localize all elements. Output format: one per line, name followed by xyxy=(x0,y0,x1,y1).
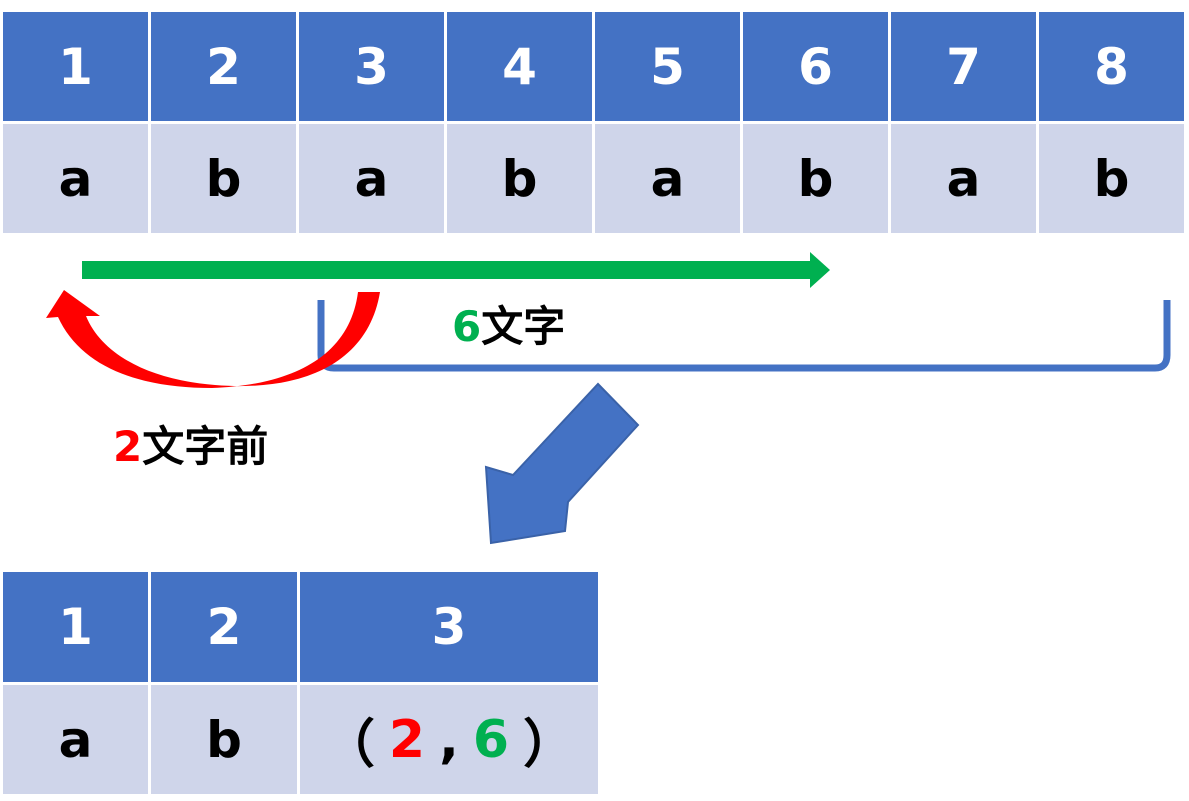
char-cell-2: b xyxy=(151,124,296,233)
pair-offset: 2 xyxy=(388,709,426,770)
offset-number: 2 xyxy=(113,422,143,471)
position-header-6: 6 xyxy=(743,12,888,121)
position-header-4: 4 xyxy=(447,12,592,121)
pair-separator: , xyxy=(439,709,459,770)
char-cell-6: b xyxy=(743,124,888,233)
length-label: 6文字 xyxy=(452,293,565,354)
char-cell-4: b xyxy=(447,124,592,233)
offset-suffix: 文字前 xyxy=(142,422,269,471)
char-cell-5: a xyxy=(595,124,740,233)
char-cell-1: a xyxy=(3,124,148,233)
offset-label: 2文字前 xyxy=(113,413,268,474)
char-cell-3: a xyxy=(299,124,444,233)
pair-close-paren: ） xyxy=(523,715,576,775)
position-header-1: 1 xyxy=(3,12,148,121)
result-position-3: 3 xyxy=(300,572,598,682)
position-header-7: 7 xyxy=(891,12,1036,121)
offset-arrow xyxy=(46,290,380,388)
result-arrow xyxy=(484,382,640,545)
range-bracket xyxy=(317,300,1171,372)
length-arrow xyxy=(82,252,830,288)
position-header-3: 3 xyxy=(299,12,444,121)
top-table: 1 2 3 4 5 6 7 8 a b a b a b a b xyxy=(3,12,1184,233)
bottom-table: 1 2 3 a b （ 2 , 6 ） xyxy=(3,572,598,794)
position-header-5: 5 xyxy=(595,12,740,121)
position-header-8: 8 xyxy=(1039,12,1184,121)
char-cell-8: b xyxy=(1039,124,1184,233)
position-header-2: 2 xyxy=(151,12,296,121)
result-position-1: 1 xyxy=(3,572,148,682)
pair-open-paren: （ xyxy=(322,715,375,775)
result-char-1: a xyxy=(3,685,148,794)
length-number: 6 xyxy=(452,302,482,351)
length-suffix: 文字 xyxy=(481,302,566,351)
pair-length: 6 xyxy=(472,709,510,770)
char-cell-7: a xyxy=(891,124,1036,233)
result-char-2: b xyxy=(151,685,297,794)
result-reference-pair: （ 2 , 6 ） xyxy=(300,685,598,794)
result-position-2: 2 xyxy=(151,572,297,682)
